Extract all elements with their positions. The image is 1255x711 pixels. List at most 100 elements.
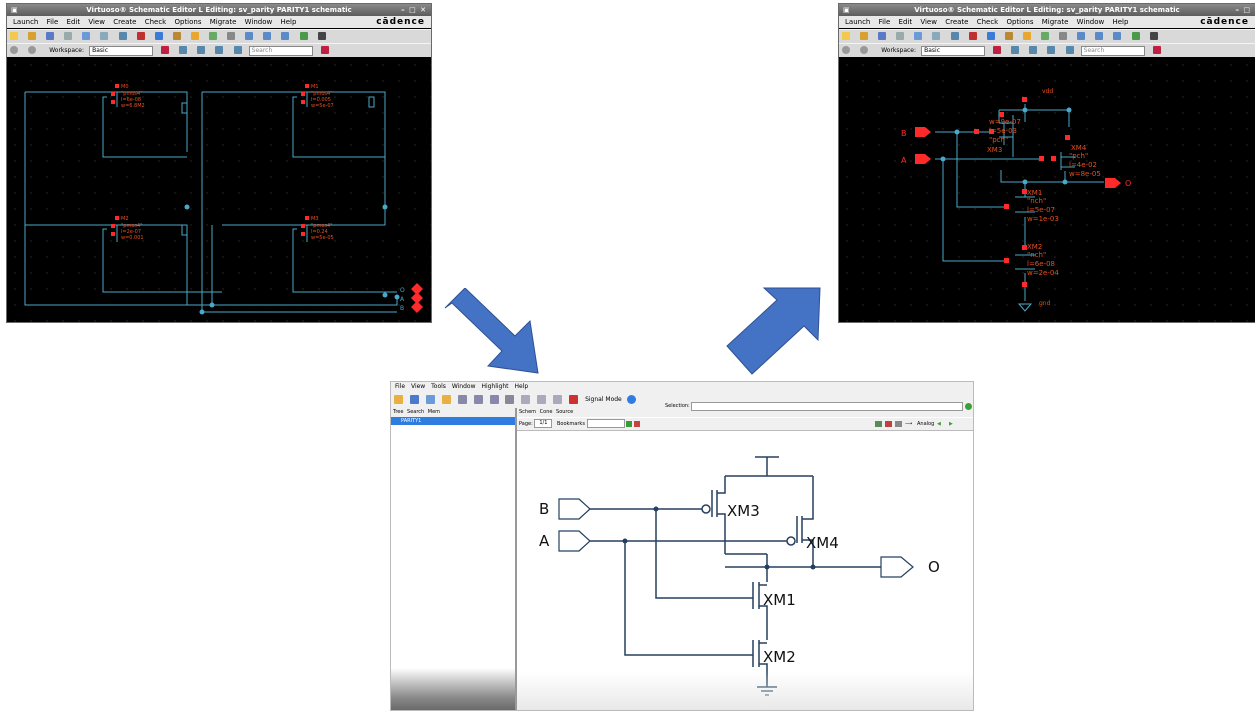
workspace-select[interactable]: Basic — [921, 46, 986, 56]
check-save-icon[interactable] — [299, 32, 308, 40]
menu-file[interactable]: File — [46, 18, 59, 26]
help-icon[interactable] — [626, 395, 636, 404]
label-icon[interactable] — [1059, 32, 1068, 40]
find-icon[interactable] — [553, 395, 563, 404]
tree-item-parity1[interactable]: PARITY1 — [391, 417, 515, 425]
stretch-icon[interactable] — [950, 32, 959, 40]
copy-icon[interactable] — [521, 395, 531, 404]
back-arrow-icon[interactable]: ◀ — [937, 421, 941, 427]
find-icon[interactable] — [895, 421, 902, 427]
info-icon[interactable] — [154, 32, 163, 40]
menu-view[interactable]: View — [88, 18, 105, 26]
workspace-dropdown-icon[interactable] — [993, 46, 1002, 54]
schematic-zoom-icon[interactable] — [875, 421, 882, 427]
schematic-canvas[interactable]: M0 "pmos4" l=6e-08 w=6.8M2 M1 "pmos4" l=… — [7, 57, 431, 322]
menu-view[interactable]: View — [920, 18, 937, 26]
menu-help[interactable]: Help — [514, 383, 529, 390]
menu-create[interactable]: Create — [113, 18, 137, 26]
device-label-XM4[interactable]: XM4 — [806, 534, 839, 552]
text-icon[interactable] — [172, 32, 181, 40]
instance-M1[interactable]: M1 "pmos4" l=0.005 w=5e-07 — [301, 84, 375, 109]
device-label-XM3[interactable]: XM3 — [727, 502, 760, 520]
add-bookmark-icon[interactable] — [626, 420, 633, 427]
pin-A[interactable]: A — [400, 292, 423, 304]
wire-icon[interactable] — [209, 32, 218, 40]
menu-window[interactable]: Window — [451, 383, 476, 390]
zoom-out-icon[interactable] — [1095, 32, 1104, 40]
probe-icon[interactable] — [473, 395, 483, 404]
redo-icon[interactable] — [860, 46, 869, 54]
zoom-out-icon[interactable] — [263, 32, 272, 40]
menu-check[interactable]: Check — [144, 18, 167, 26]
instance-M2[interactable]: M2 "pmos4" l=2e-07 w=0.001 — [111, 216, 144, 241]
open-folder-icon[interactable] — [394, 395, 403, 404]
sim-pin-A[interactable]: A — [539, 530, 591, 552]
menu-help[interactable]: Help — [1112, 18, 1129, 26]
new-icon[interactable] — [10, 32, 18, 40]
device-XM4[interactable]: XM4 "pch" l=4e-02 w=8e-05 — [1051, 135, 1101, 178]
zoom-in-icon[interactable] — [1077, 32, 1086, 40]
page-spinner[interactable]: 1/1 — [534, 419, 553, 428]
select-icon[interactable] — [457, 395, 467, 404]
search-dropdown-icon[interactable] — [1152, 46, 1161, 54]
menu-migrate[interactable]: Migrate — [209, 18, 237, 26]
go-icon[interactable] — [965, 403, 972, 410]
zoom-in-icon[interactable] — [245, 32, 254, 40]
instance-M0[interactable]: M0 "pmos4" l=6e-08 w=6.8M2 — [111, 84, 188, 114]
tab-schem[interactable]: Schem — [519, 409, 537, 415]
save-icon[interactable] — [409, 395, 419, 404]
move-icon[interactable] — [914, 32, 923, 40]
menu-create[interactable]: Create — [945, 18, 969, 26]
pin-A[interactable]: A — [901, 154, 1044, 165]
device-label-XM1[interactable]: XM1 — [763, 591, 796, 609]
menu-window[interactable]: Window — [1076, 18, 1105, 26]
sim-pin-B[interactable]: B — [539, 498, 591, 520]
menu-options[interactable]: Options — [174, 18, 202, 26]
signal-mode-label[interactable]: Signal Mode — [585, 396, 622, 403]
menu-file[interactable]: File — [395, 383, 406, 390]
undo-icon[interactable] — [842, 46, 850, 54]
menu-file[interactable]: File — [878, 18, 891, 26]
pin-B[interactable]: B — [901, 127, 979, 138]
delete-icon[interactable] — [136, 32, 145, 40]
tab-tree[interactable]: Tree — [393, 409, 404, 415]
reload-icon[interactable] — [425, 395, 435, 404]
menu-launch[interactable]: Launch — [13, 18, 39, 26]
device-label-XM2[interactable]: XM2 — [763, 648, 796, 666]
net-icon[interactable] — [215, 46, 224, 54]
workspace-select[interactable]: Basic — [89, 46, 154, 56]
hierarchy-icon[interactable] — [1149, 32, 1158, 40]
menu-migrate[interactable]: Migrate — [1041, 18, 1069, 26]
pin-O[interactable]: O — [400, 283, 423, 295]
workspace-dropdown-icon[interactable] — [161, 46, 170, 54]
design-icon[interactable] — [441, 395, 451, 404]
text-icon[interactable] — [1004, 32, 1013, 40]
search-input[interactable]: Search — [248, 46, 313, 56]
schematic-canvas[interactable]: vdd B A O w=9e-07 l=5e-03 "pch" — [839, 57, 1255, 322]
search-dropdown-icon[interactable] — [320, 46, 329, 54]
stop-icon[interactable] — [569, 395, 579, 404]
layout-icon[interactable] — [179, 46, 188, 54]
device-XM3[interactable]: w=9e-07 l=5e-03 "pch" XM3 — [987, 112, 1021, 154]
instance-icon[interactable] — [190, 32, 199, 40]
menu-edit[interactable]: Edit — [66, 18, 81, 26]
pin-B[interactable]: B — [400, 301, 423, 313]
new-icon[interactable] — [842, 32, 850, 40]
hierarchy-icon[interactable] — [317, 32, 326, 40]
copy-icon[interactable] — [100, 32, 109, 40]
analog-label[interactable]: Analog — [917, 421, 935, 427]
tab-cone[interactable]: Cone — [539, 409, 553, 415]
instance-icon[interactable] — [1022, 32, 1031, 40]
menu-check[interactable]: Check — [976, 18, 999, 26]
label-icon[interactable] — [227, 32, 236, 40]
forward-arrow-icon[interactable]: ▶ — [949, 421, 953, 427]
menu-edit[interactable]: Edit — [898, 18, 913, 26]
device-XM1[interactable]: XM1 "nch" l=5e-07 w=1e-03 — [1004, 189, 1059, 223]
snap-icon[interactable] — [233, 46, 242, 54]
zoom-fit-icon[interactable] — [1113, 32, 1122, 40]
tab-search[interactable]: Search — [407, 409, 425, 415]
snap-icon[interactable] — [1065, 46, 1074, 54]
sim-pin-O[interactable]: O — [880, 556, 940, 578]
stretch-icon[interactable] — [118, 32, 127, 40]
device-XM2[interactable]: XM2 "nch" l=6e-08 w=2e-04 — [1004, 243, 1059, 277]
